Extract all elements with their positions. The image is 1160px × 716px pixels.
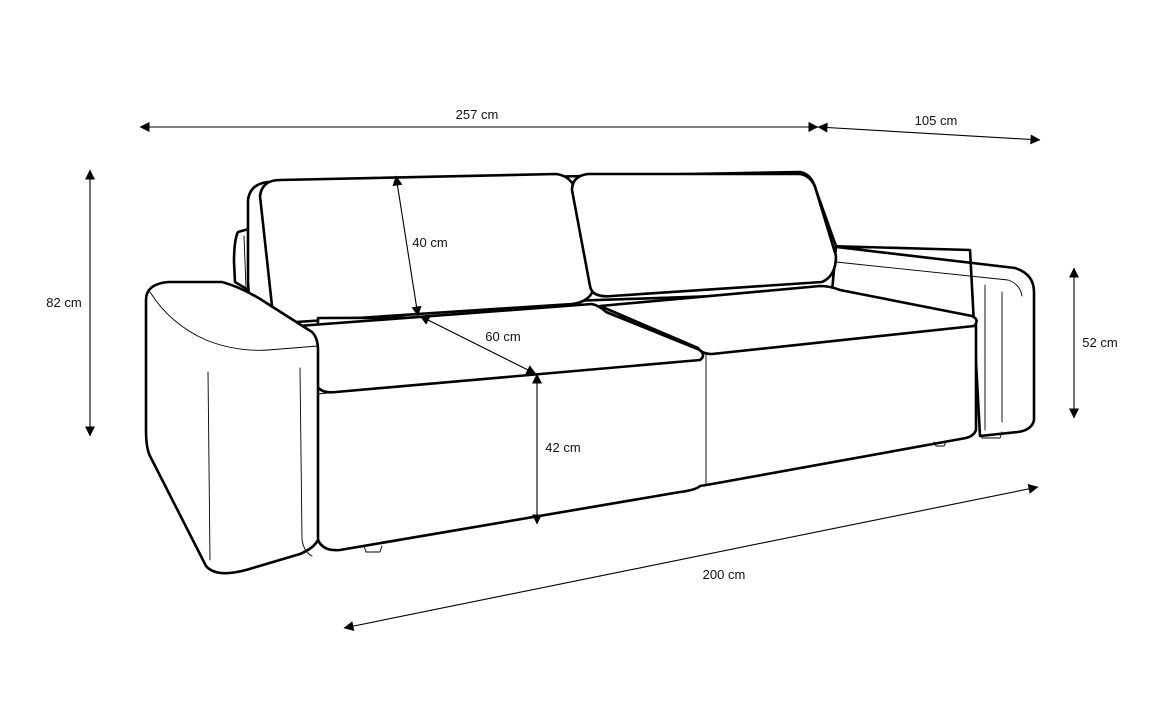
seat-depth-arrow [419, 315, 537, 375]
label-seat-width: 200 cm [703, 567, 746, 582]
left-armrest [144, 280, 320, 575]
sofa-illustration [144, 170, 1036, 575]
label-total-width: 257 cm [456, 107, 499, 122]
label-total-height: 82 cm [46, 295, 81, 310]
depth-arrow [817, 122, 1041, 145]
backrest-height-arrow [392, 175, 422, 317]
dimension-lines [85, 122, 1079, 632]
label-backrest-height: 40 cm [412, 235, 447, 250]
dimension-labels: 257 cm 105 cm 82 cm 52 cm 40 cm 60 cm 42… [46, 107, 1117, 582]
label-seat-height: 42 cm [545, 440, 580, 455]
seat-cushion-right [598, 284, 978, 356]
label-total-depth: 105 cm [915, 113, 958, 128]
right-armrest [826, 244, 1036, 438]
seat-width-arrow [343, 483, 1039, 632]
label-seat-depth: 60 cm [485, 329, 520, 344]
label-armrest-height: 52 cm [1082, 335, 1117, 350]
back-cushion-right [570, 172, 838, 298]
